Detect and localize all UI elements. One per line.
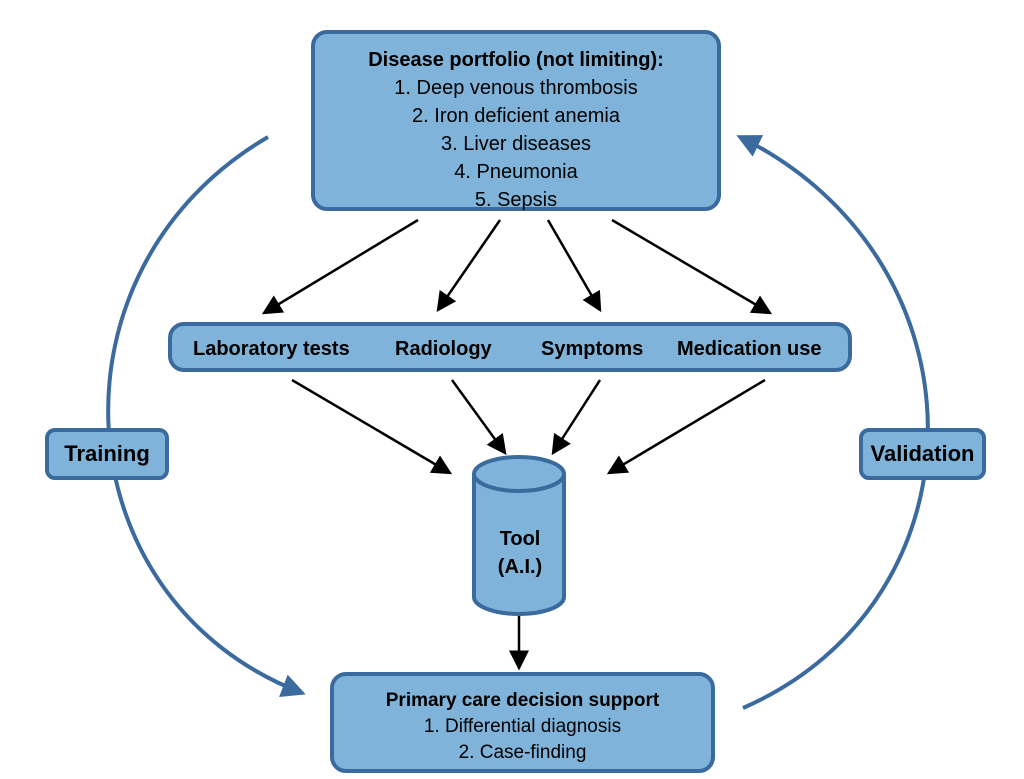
portfolio-item: 3. Liver diseases — [440, 133, 592, 155]
tool-label-line1: Tool — [499, 528, 541, 550]
decision-support-box: Primary care decision support 1. Differe… — [330, 672, 715, 773]
training-cycle-arrow — [106, 135, 306, 698]
arrow-to-laboratory — [261, 218, 419, 315]
support-item: 2. Case-finding — [458, 742, 587, 763]
portfolio-item: 1. Deep venous thrombosis — [394, 77, 638, 99]
portfolio-item: 5. Sepsis — [474, 189, 558, 211]
factor-laboratory-tests: Laboratory tests — [193, 338, 350, 360]
arrow-to-radiology — [436, 219, 502, 313]
data-sources-box: Laboratory tests Radiology Symptoms Medi… — [168, 322, 852, 372]
portfolio-title: Disease portfolio (not limiting): — [368, 49, 664, 71]
portfolio-item: 4. Pneumonia — [454, 161, 578, 183]
tool-cylinder — [472, 455, 566, 616]
training-label: Training — [45, 428, 169, 480]
disease-portfolio-box: Disease portfolio (not limiting): 1. Dee… — [311, 30, 721, 211]
tool-label-line2: (A.I.) — [497, 556, 543, 578]
portfolio-item: 2. Iron deficient anemia — [412, 105, 620, 127]
factor-medication-use: Medication use — [677, 338, 822, 360]
validation-cycle-arrow — [736, 135, 930, 710]
support-item: 1. Differential diagnosis — [423, 716, 622, 737]
arrow-medication-to-tool — [606, 378, 766, 475]
arrow-to-symptoms — [546, 219, 602, 313]
arrow-laboratory-to-tool — [291, 378, 453, 475]
arrow-to-medication — [611, 218, 773, 315]
arrow-radiology-to-tool — [450, 379, 507, 456]
factor-symptoms: Symptoms — [541, 338, 644, 360]
factor-radiology: Radiology — [395, 338, 492, 360]
support-title: Primary care decision support — [385, 690, 660, 711]
validation-label: Validation — [859, 428, 986, 480]
tool-label: Tool (A.I.) — [474, 525, 566, 581]
arrow-symptoms-to-tool — [551, 379, 602, 456]
